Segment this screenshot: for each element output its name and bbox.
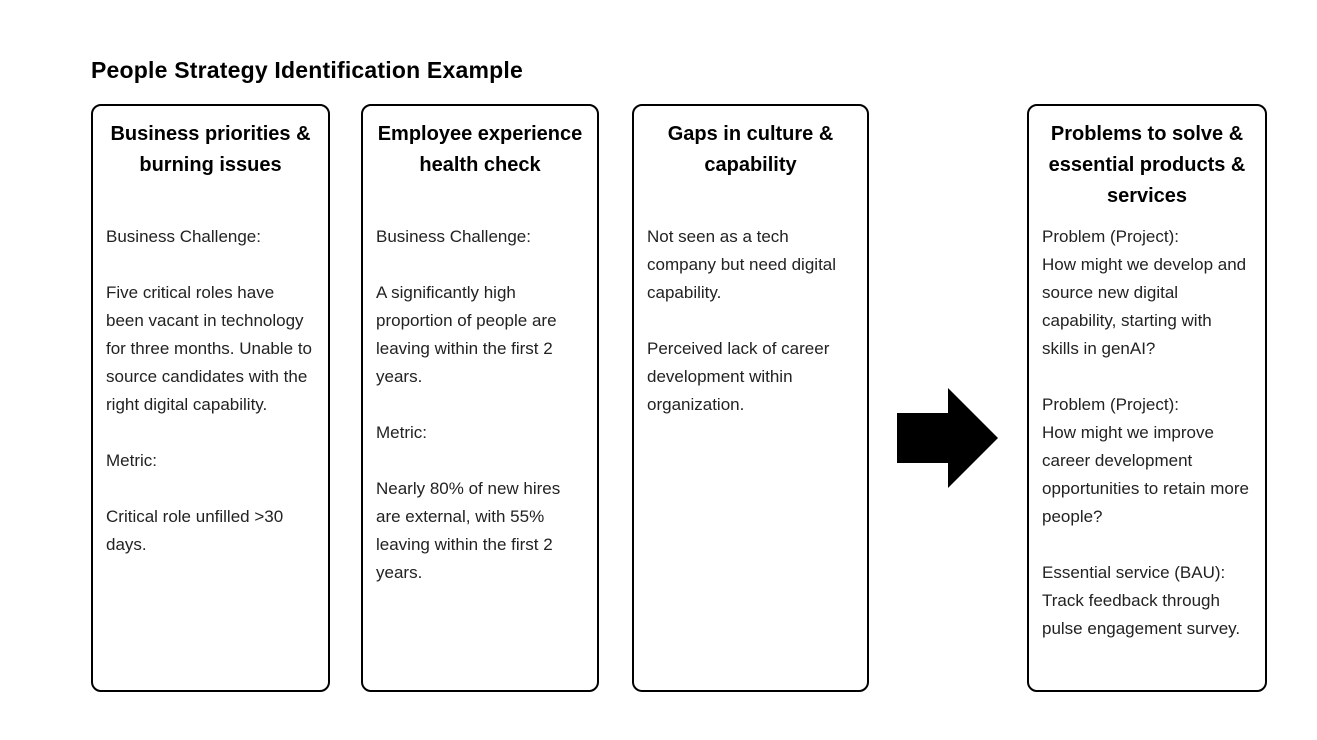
card-paragraph: Not seen as a tech company but need digi…	[647, 227, 837, 302]
card-heading: Gaps in culture & capability	[667, 123, 834, 176]
card-body: Business Challenge: A significantly high…	[376, 223, 584, 587]
card-paragraph: Metric:	[376, 423, 427, 442]
card-paragraph: Business Challenge:	[106, 227, 261, 246]
card-heading: Problems to solve & essential products &…	[1048, 123, 1246, 207]
card-body: Not seen as a tech company but need digi…	[647, 223, 854, 419]
card-paragraph: Nearly 80% of new hires are external, wi…	[376, 479, 561, 582]
card-paragraph: Metric:	[106, 451, 157, 470]
card-paragraph: Five critical roles have been vacant in …	[106, 283, 313, 414]
card-employee-experience: Employee experience health check Busines…	[361, 104, 599, 692]
card-problems-products-services: Problems to solve & essential products &…	[1027, 104, 1267, 692]
card-business-priorities: Business priorities & burning issues Bus…	[91, 104, 330, 692]
card-paragraph: Business Challenge:	[376, 227, 531, 246]
card-paragraph: A significantly high proportion of peopl…	[376, 283, 557, 386]
card-paragraph: Problem (Project): How might we improve …	[1042, 395, 1249, 526]
right-arrow-icon	[897, 388, 998, 488]
card-paragraph: Problem (Project): How might we develop …	[1042, 227, 1247, 358]
card-body: Problem (Project): How might we develop …	[1042, 223, 1252, 643]
page-title: People Strategy Identification Example	[91, 57, 523, 84]
card-body: Business Challenge: Five critical roles …	[106, 223, 315, 559]
card-heading: Employee experience health check	[377, 123, 583, 176]
card-paragraph: Critical role unfilled >30 days.	[106, 507, 284, 554]
card-paragraph: Essential service (BAU): Track feedback …	[1042, 563, 1241, 638]
card-gaps-culture-capability: Gaps in culture & capability Not seen as…	[632, 104, 869, 692]
card-heading: Business priorities & burning issues	[110, 123, 311, 176]
card-paragraph: Perceived lack of career development wit…	[647, 339, 830, 414]
